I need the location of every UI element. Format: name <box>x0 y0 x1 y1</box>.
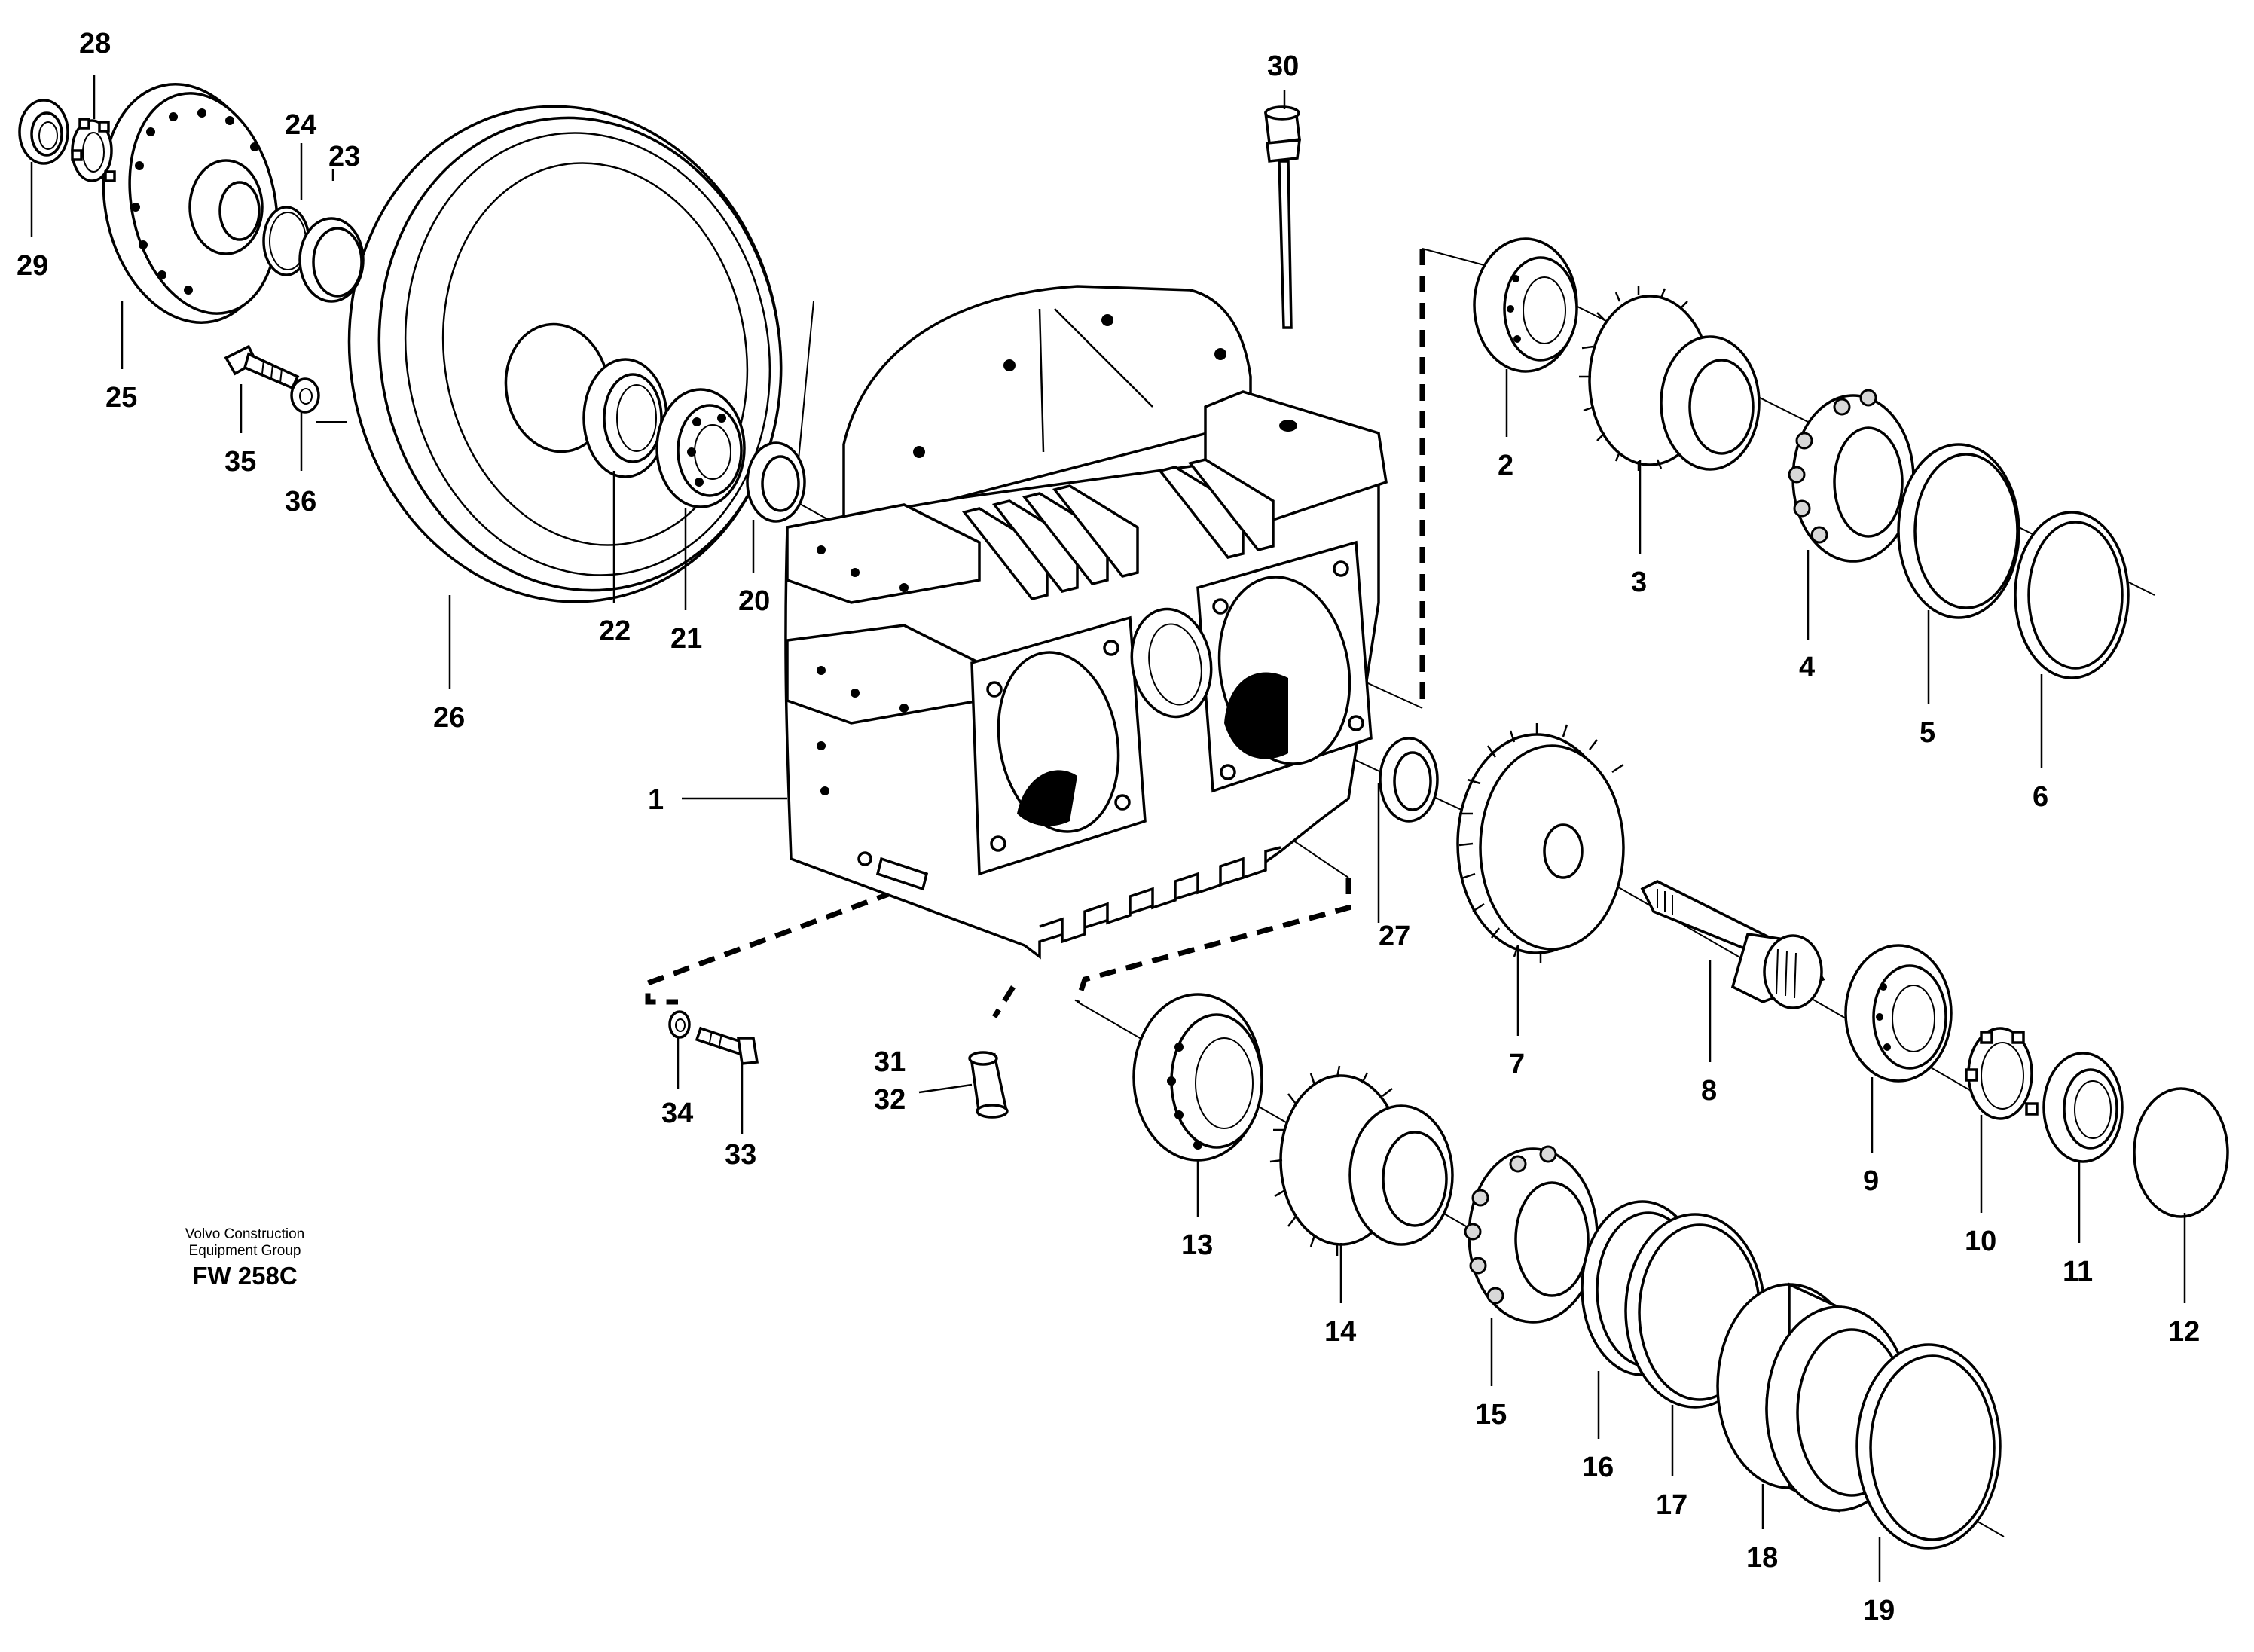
part-14-gear <box>1269 1065 1454 1256</box>
callout-7: 7 <box>1509 1049 1525 1080</box>
callout-13: 13 <box>1181 1229 1213 1261</box>
part-10-lock-washer <box>1965 1027 2039 1120</box>
part-9-bearing <box>1844 944 1953 1083</box>
callout-33: 33 <box>725 1139 756 1171</box>
part-2-bearing <box>1473 237 1578 373</box>
cooling-fins <box>961 458 1275 600</box>
callout-1: 1 <box>648 784 664 816</box>
figure-code: FW 258C <box>192 1262 298 1290</box>
part-5-shim <box>1897 443 2020 619</box>
callout-31: 31 <box>874 1046 906 1078</box>
callout-14: 14 <box>1324 1316 1356 1348</box>
callout-23: 23 <box>328 141 360 173</box>
publisher-block: Volvo Construction Equipment Group FW 25… <box>158 1226 331 1291</box>
part-12-cap <box>2133 1087 2229 1218</box>
publisher-line-2: Equipment Group <box>188 1243 301 1259</box>
part-25-flange-hub <box>102 83 279 324</box>
callout-26: 26 <box>433 702 465 734</box>
dashed-assembly-lines <box>645 249 1425 1018</box>
part-34-washer <box>668 1010 691 1039</box>
callout-12: 12 <box>2168 1316 2200 1348</box>
part-13-bearing <box>1132 993 1263 1162</box>
callout-20: 20 <box>738 585 770 617</box>
publisher-line-1: Volvo Construction <box>185 1226 305 1242</box>
part-1-gearbox-housing <box>784 285 1388 960</box>
callout-27: 27 <box>1379 921 1410 952</box>
part-27-washer <box>1379 737 1439 823</box>
part-4-thrust-bearing <box>1788 389 1915 563</box>
part-11-nut <box>2042 1052 2124 1163</box>
callout-35: 35 <box>224 446 256 478</box>
callout-28: 28 <box>79 28 111 60</box>
callout-30: 30 <box>1267 50 1299 82</box>
callout-34: 34 <box>661 1098 693 1129</box>
callout-19: 19 <box>1863 1595 1895 1626</box>
callout-3: 3 <box>1631 566 1647 598</box>
callout-5: 5 <box>1920 717 1935 749</box>
part-35-bolt <box>224 344 300 390</box>
callout-32: 32 <box>874 1084 906 1116</box>
callout-16: 16 <box>1582 1452 1614 1483</box>
callout-6: 6 <box>2033 781 2048 813</box>
callout-17: 17 <box>1656 1489 1687 1521</box>
part-3-gear <box>1579 286 1761 471</box>
callout-36: 36 <box>285 486 316 518</box>
part-23-sleeve <box>298 217 365 303</box>
callout-11: 11 <box>2063 1256 2093 1287</box>
part-33-bolt <box>695 1026 759 1065</box>
part-28-lock-washer <box>71 118 116 182</box>
callout-15: 15 <box>1475 1399 1507 1431</box>
part-7-gear <box>1456 723 1625 963</box>
part-21-bearing <box>655 388 746 508</box>
callout-10: 10 <box>1965 1226 1996 1257</box>
callout-18: 18 <box>1746 1542 1778 1574</box>
callout-25: 25 <box>105 382 137 414</box>
callout-21: 21 <box>670 623 702 655</box>
part-22-seal <box>582 358 668 478</box>
callout-24: 24 <box>285 109 316 141</box>
callout-2: 2 <box>1498 450 1513 481</box>
callout-8: 8 <box>1701 1075 1717 1107</box>
part-30-dipstick <box>1264 105 1302 329</box>
part-6-snap-ring <box>2014 511 2130 679</box>
leader-lines <box>30 75 2186 1582</box>
callout-labels: 1 2 3 4 5 6 7 8 9 10 11 12 13 14 15 16 1… <box>17 28 2200 1626</box>
part-26-cover-disk <box>347 105 783 603</box>
part-8-shaft <box>1640 880 1825 1009</box>
callout-4: 4 <box>1799 652 1815 683</box>
callout-22: 22 <box>599 615 631 647</box>
callout-29: 29 <box>17 250 48 282</box>
part-15-thrust-bearing <box>1464 1145 1599 1324</box>
part-20-ring <box>746 441 806 523</box>
part-36-washer <box>290 377 320 414</box>
part-19-snap-ring <box>1855 1343 2002 1550</box>
part-31-32-plug <box>968 1051 1009 1119</box>
part-29-nut <box>18 99 69 165</box>
callout-9: 9 <box>1863 1165 1879 1197</box>
